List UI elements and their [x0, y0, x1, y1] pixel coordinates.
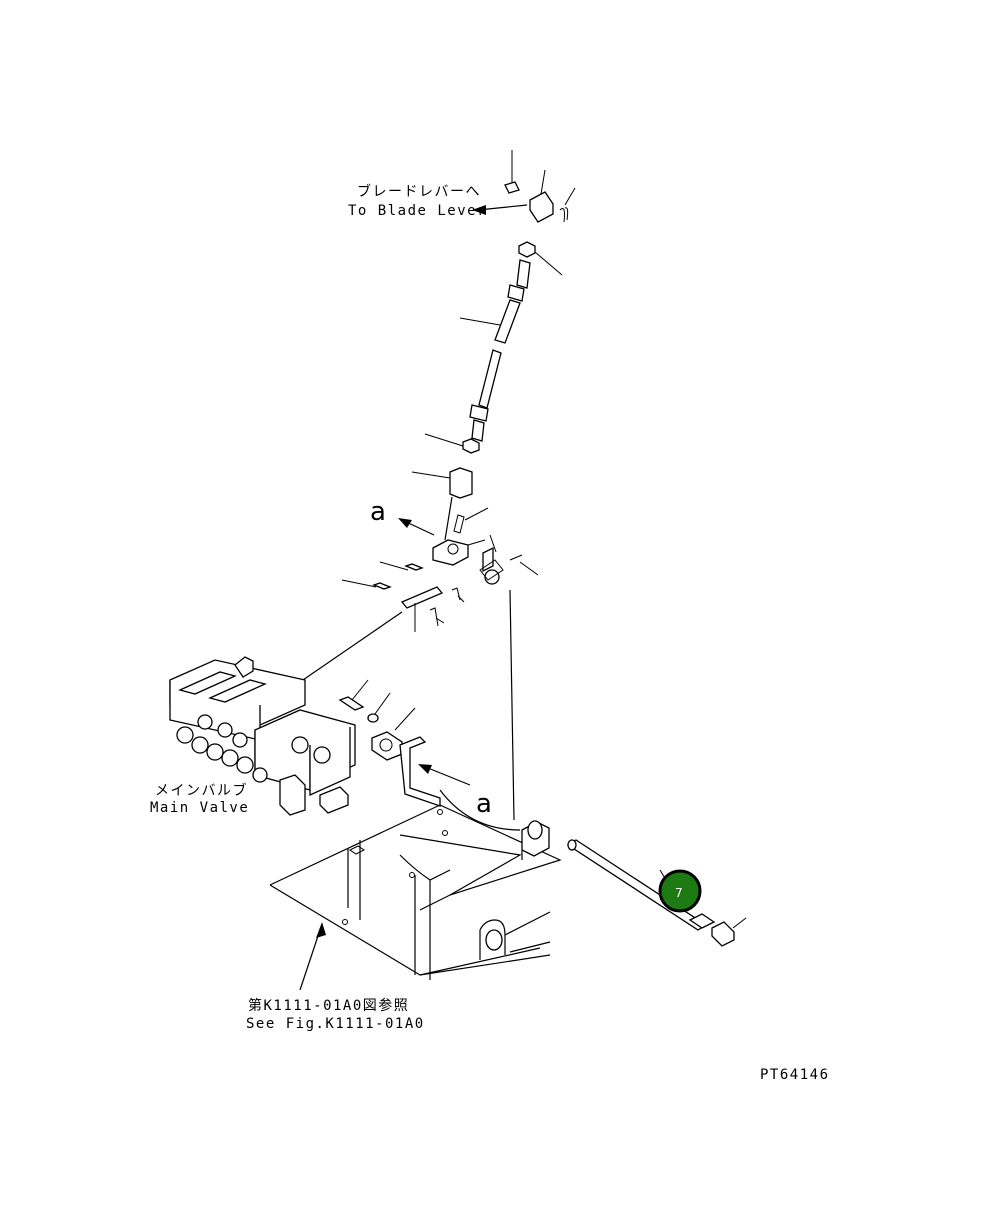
view-a-upper: a	[370, 497, 435, 536]
view-a-label-1: a	[370, 497, 386, 527]
lower-bracket: a	[399, 736, 492, 819]
to-blade-label-jp: ブレードレバーへ	[357, 183, 481, 200]
floor-frame	[269, 789, 562, 980]
to-blade-label-en: To Blade Lever	[348, 203, 487, 219]
see-fig-label-jp: 第K1111-01A0図参照	[248, 997, 409, 1014]
callout-7-circle[interactable]	[658, 869, 702, 913]
callout-7-number[interactable]: 7	[675, 886, 683, 900]
lever-bracket	[299, 534, 539, 821]
drawing-id: PT64146	[760, 1067, 830, 1083]
see-fig-reference: 第K1111-01A0図参照 See Fig.K1111-01A0	[246, 922, 425, 1032]
shaft-part-7	[566, 839, 747, 947]
see-fig-label-en: See Fig.K1111-01A0	[246, 1016, 425, 1032]
callout-7[interactable]: 7	[658, 869, 702, 913]
main-valve-label-en: Main Valve	[150, 800, 249, 816]
valve-fittings	[338, 679, 416, 761]
view-a-label-2: a	[476, 789, 492, 819]
main-valve: メインバルブ Main Valve	[150, 656, 356, 816]
top-clevis-assembly	[472, 150, 576, 223]
rod-assembly	[411, 241, 563, 541]
main-valve-label-jp: メインバルブ	[155, 782, 248, 799]
